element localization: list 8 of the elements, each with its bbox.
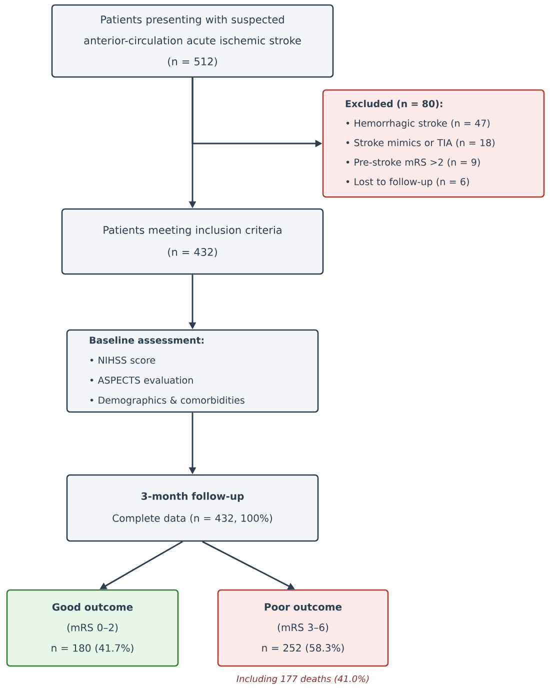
process-box: Patients presenting with suspected anterior-circulation acute ischemic stroke (n = 512)	[51, 4, 334, 78]
process-box: Patients meeting inclusion criteria (n = 432)	[61, 208, 324, 275]
outcome-box: Good outcome (mRS 0–2) n = 180 (41.7%)	[6, 589, 179, 667]
process-box: Baseline assessment: • NIHSS score • ASPECTS evaluation • Demographics & comorbidities	[66, 329, 319, 413]
process-box: 3-month follow-up Complete data (n = 432, 100%)	[66, 474, 319, 542]
outcome-box: Poor outcome (mRS 3–6) n = 252 (58.3%)	[217, 589, 389, 667]
exclusion-box: Excluded (n = 80): • Hemorrhagic stroke (n = 47) • Stroke mimics or TIA (n = 18) • Pre-stroke mRS >2 (n = 9) • Lost to follow-up (n = 6)	[322, 89, 545, 198]
note-text: Including 177 deaths (41.0%)	[236, 675, 369, 684]
